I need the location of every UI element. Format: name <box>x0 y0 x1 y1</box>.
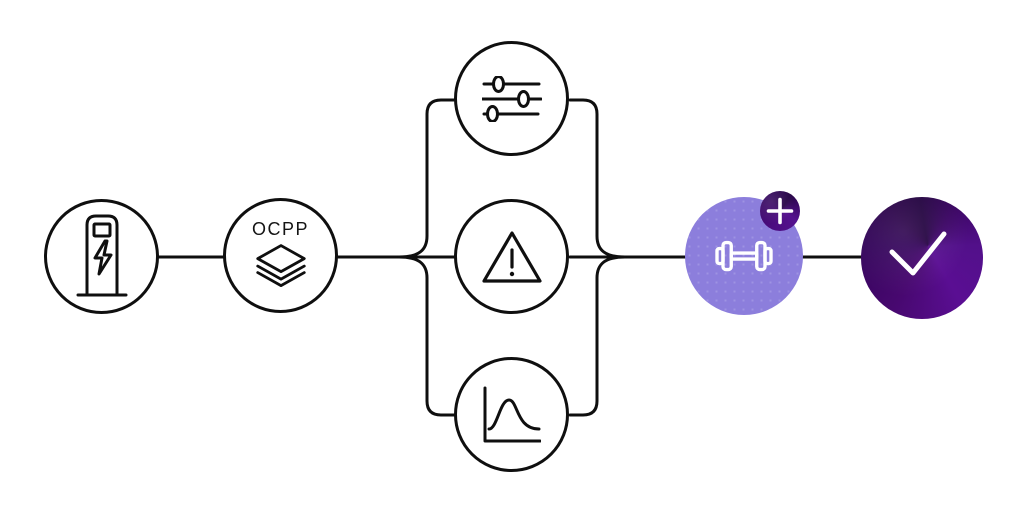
connector-branch-top-left <box>397 98 456 259</box>
connector-branch-bottom-left <box>397 255 456 417</box>
node-alert <box>454 199 569 314</box>
node-ocpp: OCPP <box>223 198 338 313</box>
layers-stack-icon <box>255 244 306 288</box>
checkmark-icon <box>889 231 947 276</box>
node-ev-charger <box>44 199 159 314</box>
node-success <box>861 197 983 319</box>
ocpp-label: OCPP <box>251 219 309 239</box>
node-settings <box>454 41 569 156</box>
add-badge <box>760 191 800 231</box>
plus-icon <box>766 197 794 225</box>
ev-charging-station-icon <box>76 214 127 296</box>
dumbbell-icon <box>715 240 773 272</box>
node-distribution <box>454 357 569 472</box>
sliders-icon <box>481 75 542 122</box>
connector-branch-top-right <box>568 98 627 259</box>
warning-triangle-icon <box>481 230 542 283</box>
connector-branch-bottom-right <box>568 255 627 417</box>
bell-curve-chart-icon <box>483 386 541 443</box>
